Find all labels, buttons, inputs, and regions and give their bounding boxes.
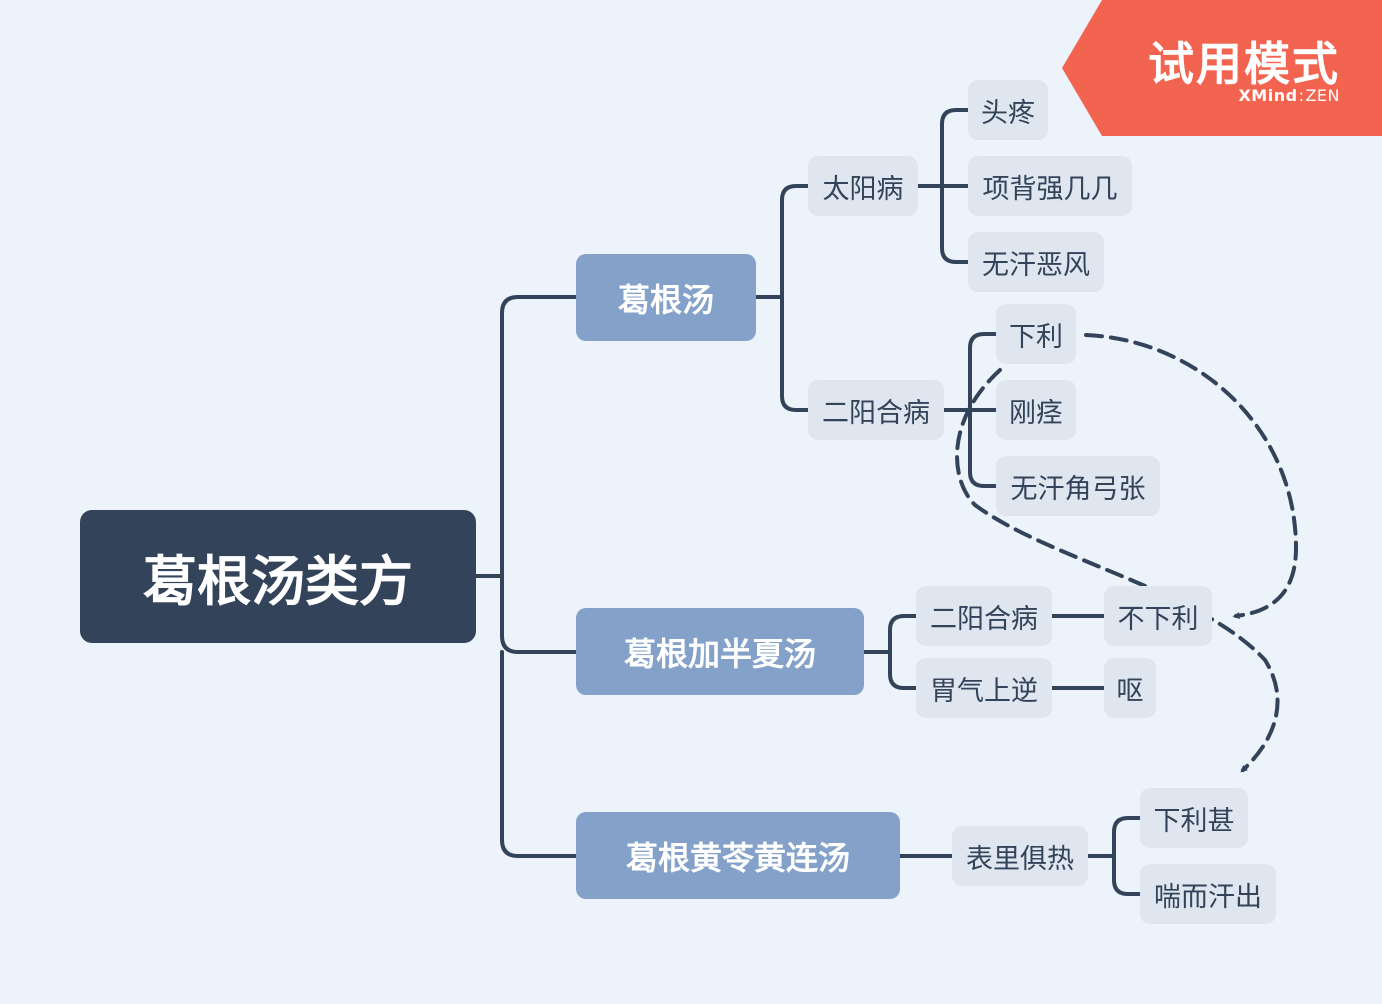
connector-root-to-gegentang [500,295,578,578]
brand-name: XMind [1238,86,1298,105]
subtopic-weiqi-shangni[interactable]: 胃气上逆 [916,658,1052,718]
main-topic-gegen-huangqin-huanglian-tang[interactable]: 葛根黄苓黄连汤 [576,812,900,899]
subtopic-eryang-hebing-2[interactable]: 二阳合病 [916,586,1052,646]
relationship-xiali-to-xialishen [955,368,1280,773]
connector-jiabanxia-children [888,614,918,690]
root-topic[interactable]: 葛根汤类方 [80,510,476,643]
subtopic-xiali[interactable]: 下利 [996,304,1076,364]
main-topic-gegentang[interactable]: 葛根汤 [576,254,756,341]
brand-separator: : [1298,86,1305,105]
subtopic-eryang-hebing[interactable]: 二阳合病 [808,380,944,440]
connector-root-to-huangqin [500,650,578,858]
subtopic-xiali-shen[interactable]: 下利甚 [1140,788,1248,848]
subtopic-biaoli-jure[interactable]: 表里俱热 [952,826,1088,886]
subtopic-ou[interactable]: 呕 [1104,658,1156,718]
connector-to-taiyang [780,184,810,412]
connector-biaoli-children [1112,816,1142,896]
subtopic-wuhan-jiaogong-zhang[interactable]: 无汗角弓张 [996,456,1160,516]
subtopic-xiangbei-qiang[interactable]: 项背强几几 [968,156,1132,216]
trial-mode-banner[interactable]: 试用模式 XMind:ZEN [1062,0,1382,136]
relationship-xiali-to-buxiali [1084,333,1298,620]
subtopic-taiyang-bing[interactable]: 太阳病 [808,156,918,216]
subtopic-wuhan-efeng[interactable]: 无汗恶风 [968,232,1104,292]
subtopic-buxiali[interactable]: 不下利 [1104,586,1212,646]
xmind-zen-logo: XMind:ZEN [1238,86,1340,105]
trial-mode-title: 试用模式 [1148,37,1340,91]
subtopic-chuan-er-hanchu[interactable]: 喘而汗出 [1140,864,1276,924]
subtopic-touteng[interactable]: 头疼 [968,80,1048,140]
subtopic-gangjing[interactable]: 刚痉 [996,380,1076,440]
main-topic-gegen-jiabanxia-tang[interactable]: 葛根加半夏汤 [576,608,864,695]
brand-edition: ZEN [1305,86,1340,105]
connector-root-to-jiabanxia [500,574,578,654]
